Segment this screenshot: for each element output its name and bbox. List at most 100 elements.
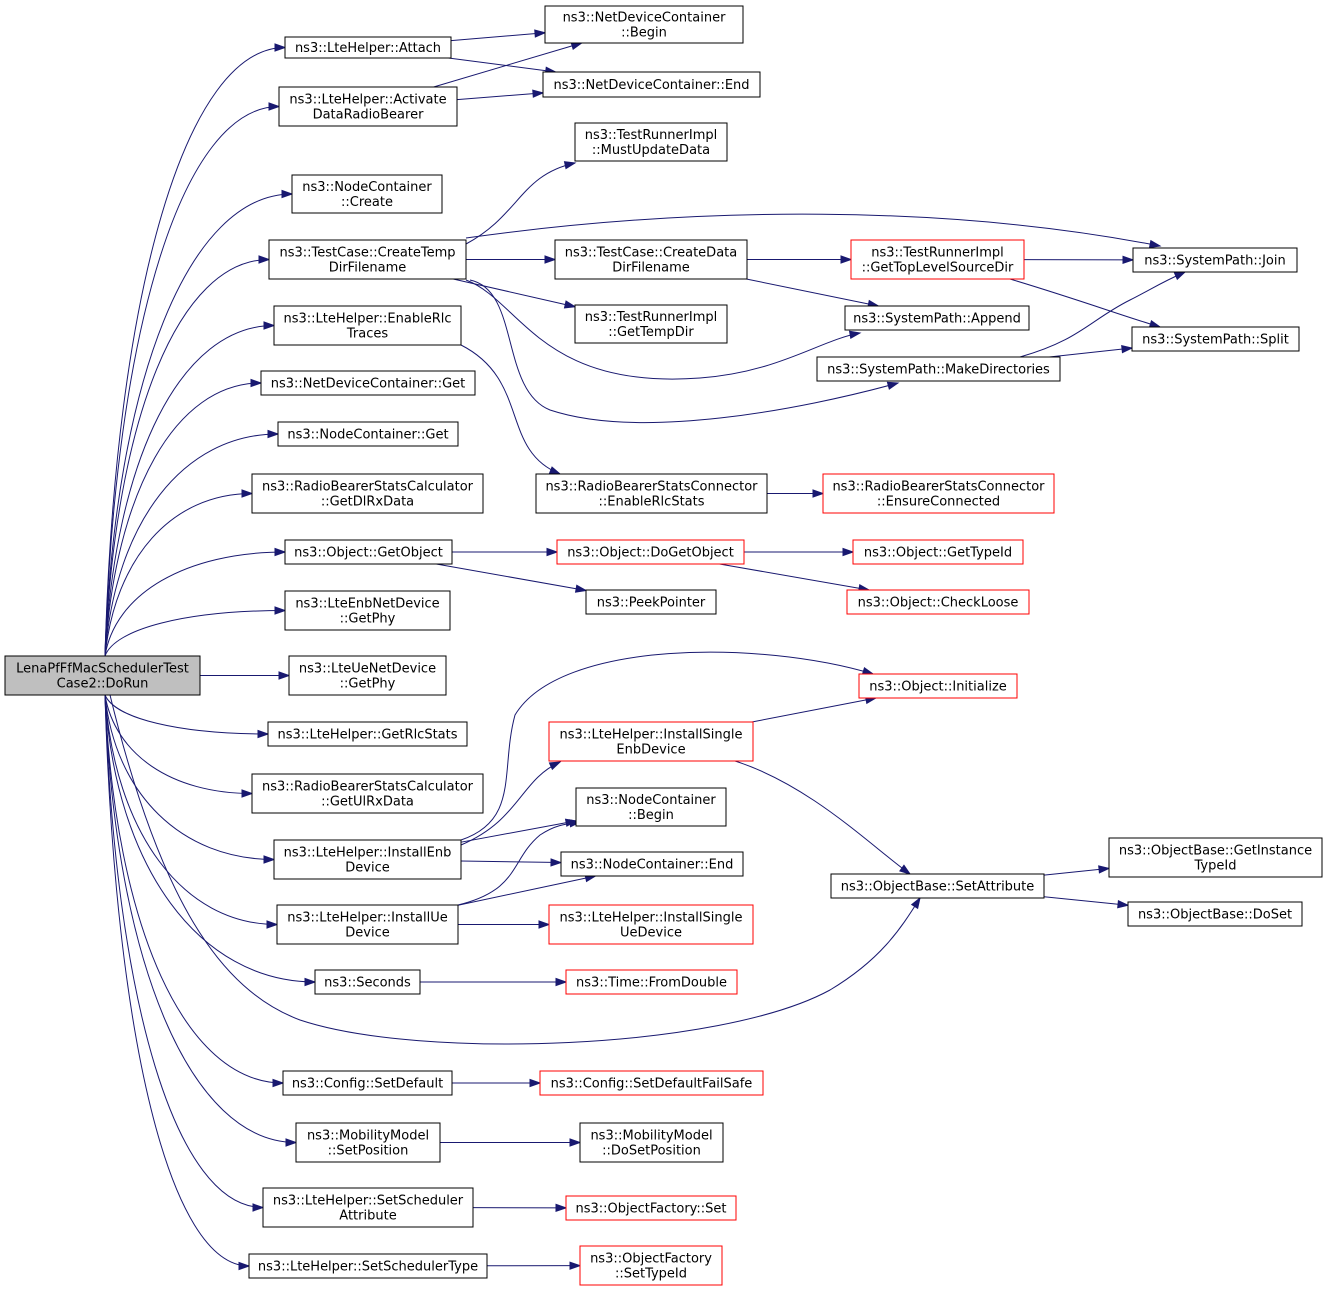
edge-arrowhead [529,1078,542,1088]
node-nc-end[interactable]: ns3::NodeContainer::End [560,851,744,877]
node-mm-setpos[interactable]: ns3::MobilityModel::SetPosition [295,1122,441,1163]
node-nc-begin[interactable]: ns3::NodeContainer::Begin [575,787,727,827]
node-sp-append[interactable]: ns3::SystemPath::Append [844,305,1030,331]
edge-set-sched-type-to-of-settypeid [486,1261,582,1270]
edge-obj-dogetobject-to-obj-checkloose [719,563,871,593]
node-box [574,304,728,344]
node-obj-getobject[interactable]: ns3::Object::GetObject [284,539,453,565]
node-box [575,787,727,827]
node-enb-getphy[interactable]: ns3::LteEnbNetDevice::GetPhy [284,590,451,631]
node-ndc-get[interactable]: ns3::NetDeviceContainer::Get [260,370,476,396]
node-label: ns3::SystemPath::MakeDirectories [827,363,1050,378]
node-of-set[interactable]: ns3::ObjectFactory::Set [565,1195,737,1221]
edge-arrowhead [555,977,568,987]
node-label: ns3::Config::SetDefault [292,1077,443,1092]
edge-line [104,493,253,657]
node-sp-mkdirs[interactable]: ns3::SystemPath::MakeDirectories [816,356,1061,382]
node-tri-tempdir[interactable]: ns3::TestRunnerImpl::GetTempDir [574,304,728,344]
edge-root-to-install-enb [104,694,276,864]
node-mm-dosetpos[interactable]: ns3::MobilityModel::DoSetPosition [579,1122,724,1163]
node-obj-dogetobject[interactable]: ns3::Object::DoGetObject [556,539,745,565]
node-box [846,589,1030,615]
node-label: ns3::ObjectFactory::Set [575,1202,726,1217]
node-label: DirFilename [612,261,690,276]
node-obj-checkloose[interactable]: ns3::Object::CheckLoose [846,589,1030,615]
node-label: ns3::TestRunnerImpl [585,128,718,143]
node-label: ::Begin [621,26,667,41]
node-sp-split[interactable]: ns3::SystemPath::Split [1131,326,1300,352]
node-rbscon-ensure[interactable]: ns3::RadioBearerStatsConnector::EnsureCo… [822,473,1055,514]
node-tri-top[interactable]: ns3::TestRunnerImpl::GetTopLevelSourceDi… [850,239,1025,280]
node-label: ns3::LteEnbNetDevice [295,597,439,612]
node-label: ns3::Seconds [324,976,411,991]
edge-line [460,761,561,846]
edge-root-to-attach [104,43,287,657]
node-peek[interactable]: ns3::PeekPointer [585,589,717,615]
edge-line [1043,896,1129,906]
edge-line [719,563,870,591]
node-nc-create[interactable]: ns3::NodeContainer::Create [291,174,443,214]
node-ndc-end[interactable]: ns3::NetDeviceContainer::End [542,71,761,98]
edge-seconds-to-time-fromdouble [420,977,568,987]
edge-arrowhead [241,489,254,498]
node-box [248,1253,488,1279]
node-box [251,473,484,514]
edge-root-to-enb-getphy [104,606,287,657]
node-label: ns3::ObjectBase::GetInstance [1119,844,1312,859]
node-label: ns3::NodeContainer::Get [287,428,448,443]
node-label: ns3::NetDeviceContainer::Get [271,377,466,392]
node-rbscon-enable[interactable]: ns3::RadioBearerStatsConnector::EnableRl… [535,473,768,514]
edge-root-to-rbsc-dl [104,489,254,657]
node-box [816,356,1061,382]
node-cfg-setdefault[interactable]: ns3::Config::SetDefault [282,1070,453,1096]
node-rbsc-dl[interactable]: ns3::RadioBearerStatsCalculator::GetDlRx… [251,473,484,514]
node-label: ns3::Object::Initialize [869,680,1007,695]
node-sp-join[interactable]: ns3::SystemPath::Join [1132,247,1298,273]
node-label: ns3::LteHelper::InstallUe [287,911,448,926]
node-getrlcstats[interactable]: ns3::LteHelper::GetRlcStats [267,721,468,747]
edge-arrowhead [274,547,287,557]
node-seconds[interactable]: ns3::Seconds [314,969,421,995]
edge-arrowhead [548,761,562,771]
node-ndc-begin[interactable]: ns3::NetDeviceContainer::Begin [544,5,744,44]
edge-arrowhead [272,1078,285,1088]
edge-line [104,694,253,794]
node-attach[interactable]: ns3::LteHelper::Attach [284,36,452,59]
node-label: ::SetTypeId [615,1267,687,1282]
node-of-settypeid[interactable]: ns3::ObjectFactory::SetTypeId [579,1245,723,1286]
node-ue-getphy[interactable]: ns3::LteUeNetDevice::GetPhy [288,655,447,696]
edge-root-to-obj-getobject [104,547,287,657]
node-obj-gettypeid[interactable]: ns3::Object::GetTypeId [852,539,1024,565]
node-time-fromdouble[interactable]: ns3::Time::FromDouble [565,969,738,995]
node-ob-doset[interactable]: ns3::ObjectBase::DoSet [1127,901,1303,927]
edge-line [469,279,899,423]
node-box [585,589,717,615]
node-label: ns3::TestRunnerImpl [585,310,718,325]
node-obj-init[interactable]: ns3::Object::Initialize [858,673,1018,699]
node-cfg-failsafe[interactable]: ns3::Config::SetDefaultFailSafe [539,1070,764,1096]
edge-arrowhead [258,255,271,264]
edge-line [109,694,921,1045]
node-set-sched-type[interactable]: ns3::LteHelper::SetSchedulerType [248,1253,488,1279]
node-ob-setattr[interactable]: ns3::ObjectBase::SetAttribute [830,873,1045,899]
edge-line [104,694,284,1084]
node-tri-must[interactable]: ns3::TestRunnerImpl::MustUpdateData [574,122,728,162]
node-rbsc-ul[interactable]: ns3::RadioBearerStatsCalculator::GetUlRx… [251,773,484,814]
edge-line [104,382,262,657]
edge-arrowhead [1098,865,1111,874]
node-box [565,1195,737,1221]
edge-line [1043,867,1110,876]
node-nc-get[interactable]: ns3::NodeContainer::Get [277,421,459,447]
edge-arrowhead [274,43,287,52]
